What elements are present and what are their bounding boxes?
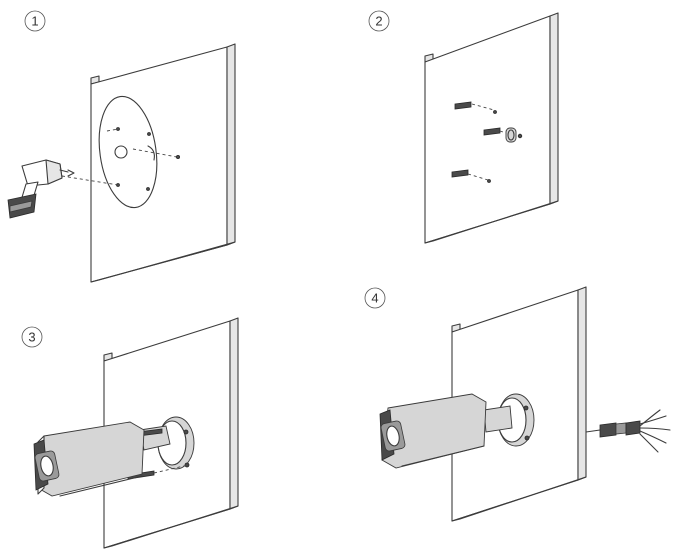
step-4-badge: 4: [364, 287, 386, 309]
step-2-panel: 2: [368, 10, 559, 244]
step-3-badge: 3: [21, 326, 43, 348]
step-1-number: 1: [31, 14, 38, 29]
anchor-icon: [451, 101, 523, 183]
wall-2: [424, 12, 559, 244]
step-2-badge: 2: [368, 10, 390, 32]
step-1-panel: 1: [7, 10, 236, 283]
camera-mount-4: [483, 393, 535, 447]
bullet-camera-icon: [33, 421, 145, 497]
mounting-template-icon: [61, 95, 180, 209]
cable-connector-icon: [585, 409, 671, 453]
bullet-camera-icon-mounted: [379, 393, 487, 469]
step-3-number: 3: [28, 330, 35, 345]
step-4-number: 4: [371, 291, 378, 306]
screw-icon: [505, 127, 517, 143]
step-1-badge: 1: [24, 10, 46, 32]
step-2-number: 2: [375, 14, 382, 29]
camera-mount-3: [127, 416, 195, 480]
step-4-panel: 4: [364, 286, 671, 522]
step-3-panel: 3: [21, 317, 239, 549]
drill-icon: [7, 159, 75, 219]
